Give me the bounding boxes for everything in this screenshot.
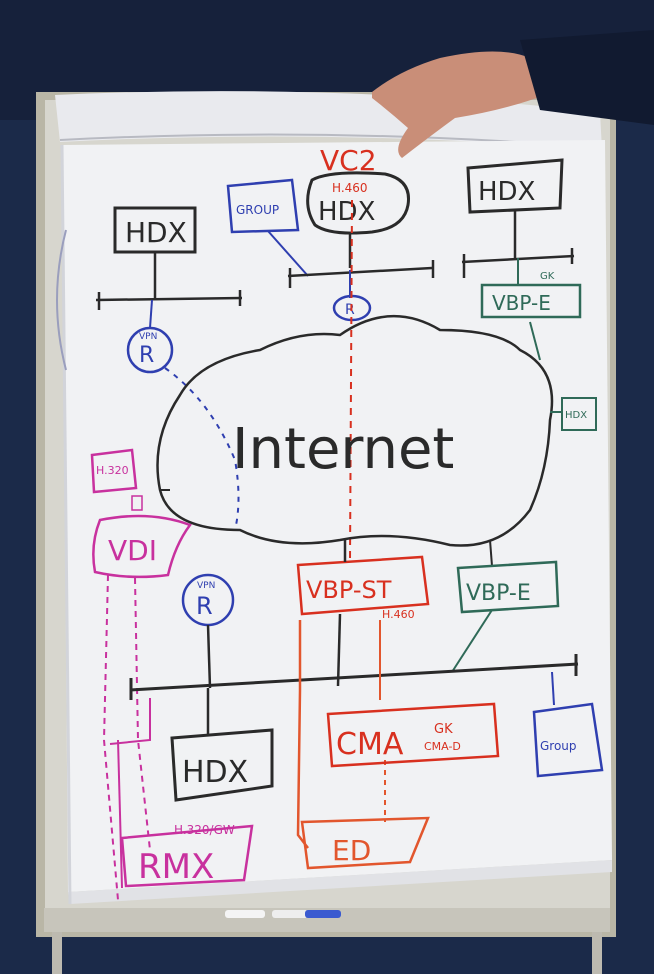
- vbp-e-lower-box: [456, 560, 560, 614]
- hdx-top-left-label: HDX: [125, 216, 187, 249]
- red-dashed-link: [349, 199, 353, 561]
- svg-text:H.320/GW: H.320/GW: [174, 823, 235, 837]
- hdx-top-center-label: HDX: [318, 197, 375, 227]
- ed-box: [300, 816, 430, 870]
- svg-text:CMA-D: CMA-D: [424, 740, 461, 753]
- svg-text:H.460: H.460: [332, 181, 368, 195]
- router-lower-label: R: [196, 592, 213, 620]
- network-bus-top-center: [287, 266, 433, 278]
- svg-text:H.320: H.320: [96, 464, 129, 477]
- vbp-e-lower-label: VBP-E: [466, 581, 531, 606]
- hdx-top-right-label: HDX: [478, 177, 535, 207]
- vdi-shape: [92, 514, 193, 579]
- rmx-box: [120, 824, 254, 888]
- marker-blue: [305, 910, 341, 918]
- router-top-left: [126, 326, 174, 374]
- hdx-right-small-label: HDX: [565, 410, 587, 421]
- hand: [372, 51, 545, 158]
- easel-leg-right: [592, 930, 602, 974]
- easel-leg-left: [52, 930, 62, 974]
- vpn-tunnel-left: [164, 367, 240, 531]
- ed-label: ED: [332, 834, 371, 867]
- router-top-left-label: R: [139, 343, 154, 368]
- group-top-label: GROUP: [236, 203, 279, 217]
- vbp-st-box: [296, 555, 430, 616]
- hdx-bottom-box: [170, 728, 274, 802]
- svg-text:VPN: VPN: [197, 581, 215, 591]
- vbp-e-top-box: [480, 283, 582, 319]
- svg-text:H.460: H.460: [382, 608, 415, 621]
- hdx-right-small-box: [561, 397, 597, 431]
- svg-text:GK: GK: [540, 271, 555, 282]
- h320-box: [90, 448, 138, 494]
- sleeve: [520, 30, 654, 125]
- cma-box: [326, 702, 500, 768]
- svg-text:GK: GK: [434, 722, 453, 737]
- hdx-bottom-label: HDX: [182, 755, 248, 790]
- network-bus-top-left: [95, 296, 243, 302]
- rmx-label: RMX: [138, 847, 214, 887]
- cma-label: CMA: [336, 727, 404, 762]
- group-bottom-label: Group: [540, 739, 577, 753]
- vbp-e-top-label: VBP-E: [492, 291, 551, 315]
- internet-cloud: [156, 314, 554, 547]
- marker-white-2: [272, 910, 308, 918]
- group-top-box: [226, 178, 300, 234]
- svg-text:VPN: VPN: [139, 332, 157, 342]
- hdx-top-center-cloud: [306, 171, 411, 235]
- vdi-label: VDI: [108, 534, 157, 567]
- marker-white: [225, 910, 265, 918]
- network-bus-bottom: [129, 662, 579, 692]
- group-bottom-box: [532, 702, 604, 778]
- internet-label: Internet: [232, 417, 454, 482]
- hdx-top-right-box: [466, 158, 564, 214]
- router-top-center-label: R: [345, 302, 355, 318]
- vbp-st-label: VBP-ST: [306, 576, 392, 604]
